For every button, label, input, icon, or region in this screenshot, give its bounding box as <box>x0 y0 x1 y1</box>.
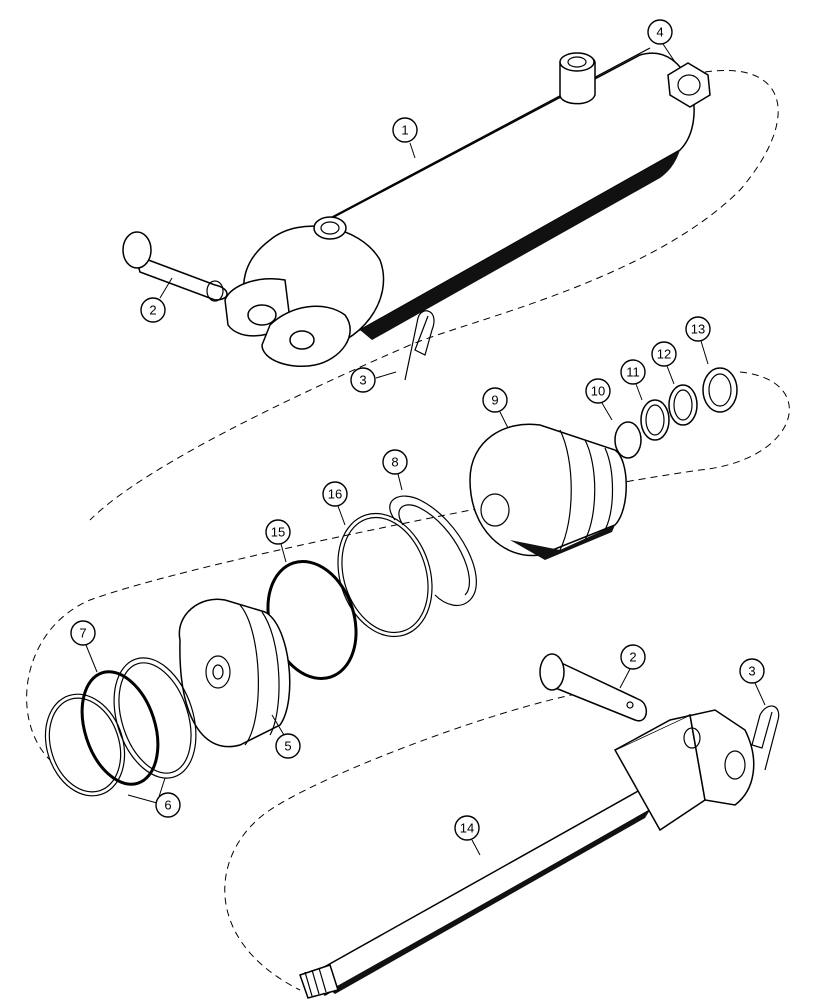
callout-2-lower-circle <box>620 644 646 670</box>
cylinder-barrel <box>224 47 695 367</box>
callout-5-circle <box>275 733 301 759</box>
callout-4-circle <box>647 19 673 45</box>
callout-2-lower-label: 2 <box>629 650 636 665</box>
callout-13-circle <box>685 316 711 342</box>
callout-1: 1 <box>392 117 418 159</box>
callout-10-label: 10 <box>591 384 605 399</box>
callout-11-label: 11 <box>626 365 640 380</box>
callout-14-circle <box>454 815 480 841</box>
callout-13-label: 13 <box>691 322 705 337</box>
callout-14: 14 <box>454 815 481 856</box>
callout-6-circle <box>155 792 181 818</box>
piston-rod <box>299 709 755 999</box>
callout-6: 6 <box>127 777 181 818</box>
callout-7-label: 7 <box>79 626 86 641</box>
backup-ring <box>337 512 433 638</box>
callout-13: 13 <box>685 316 711 365</box>
seal-rings-10-13 <box>614 367 738 459</box>
callout-2-upper-circle <box>140 297 166 323</box>
callout-3-upper-label: 3 <box>359 373 366 388</box>
callout-9-circle <box>482 387 508 413</box>
callout-16-circle <box>322 481 348 507</box>
callout-15: 15 <box>265 519 291 563</box>
callout-9-label: 9 <box>491 393 498 408</box>
callout-3-lower-label: 3 <box>748 664 755 679</box>
callouts: 1 2 3 4 9 10 11 <box>70 19 766 856</box>
pin-lower <box>539 653 647 722</box>
callout-10-circle <box>585 378 611 404</box>
callout-5-label: 5 <box>284 739 291 754</box>
callout-4: 4 <box>647 19 676 63</box>
callout-5: 5 <box>271 714 301 759</box>
callout-10: 10 <box>585 378 613 421</box>
callout-7-circle <box>70 620 96 646</box>
callout-2-upper-label: 2 <box>149 303 156 318</box>
callout-12-label: 12 <box>657 347 671 362</box>
callout-16: 16 <box>322 481 348 526</box>
callout-3-lower: 3 <box>739 658 766 706</box>
callout-9: 9 <box>482 387 509 429</box>
callout-16-label: 16 <box>328 487 342 502</box>
callout-14-label: 14 <box>460 821 474 836</box>
callout-15-label: 15 <box>271 525 285 540</box>
callout-11-circle <box>620 359 646 385</box>
callout-7: 7 <box>70 620 98 673</box>
callout-3-lower-circle <box>739 658 765 684</box>
nut <box>667 62 711 108</box>
callout-2-lower: 2 <box>619 644 646 689</box>
callout-12: 12 <box>651 341 677 385</box>
callout-8-label: 8 <box>391 455 398 470</box>
pin-upper <box>122 231 228 302</box>
callout-3-upper-circle <box>350 367 376 393</box>
snap-ring <box>389 495 477 607</box>
callout-3-upper: 3 <box>350 367 397 393</box>
piston-rings-6-7 <box>44 657 197 797</box>
piston <box>178 598 291 748</box>
hair-pin-clip-lower <box>751 705 780 771</box>
callout-12-circle <box>651 341 677 367</box>
callout-8: 8 <box>382 449 408 491</box>
callout-6-label: 6 <box>164 798 171 813</box>
callout-2-upper: 2 <box>140 277 173 323</box>
hair-pin-clip-upper <box>404 310 435 381</box>
callout-1-label: 1 <box>401 123 408 138</box>
callout-8-circle <box>382 449 408 475</box>
callout-11: 11 <box>620 359 646 401</box>
gland <box>469 423 627 560</box>
callout-1-circle <box>392 117 418 143</box>
callout-4-label: 4 <box>656 25 663 40</box>
assembly-guide-lines <box>26 70 790 991</box>
callout-15-circle <box>265 519 291 545</box>
